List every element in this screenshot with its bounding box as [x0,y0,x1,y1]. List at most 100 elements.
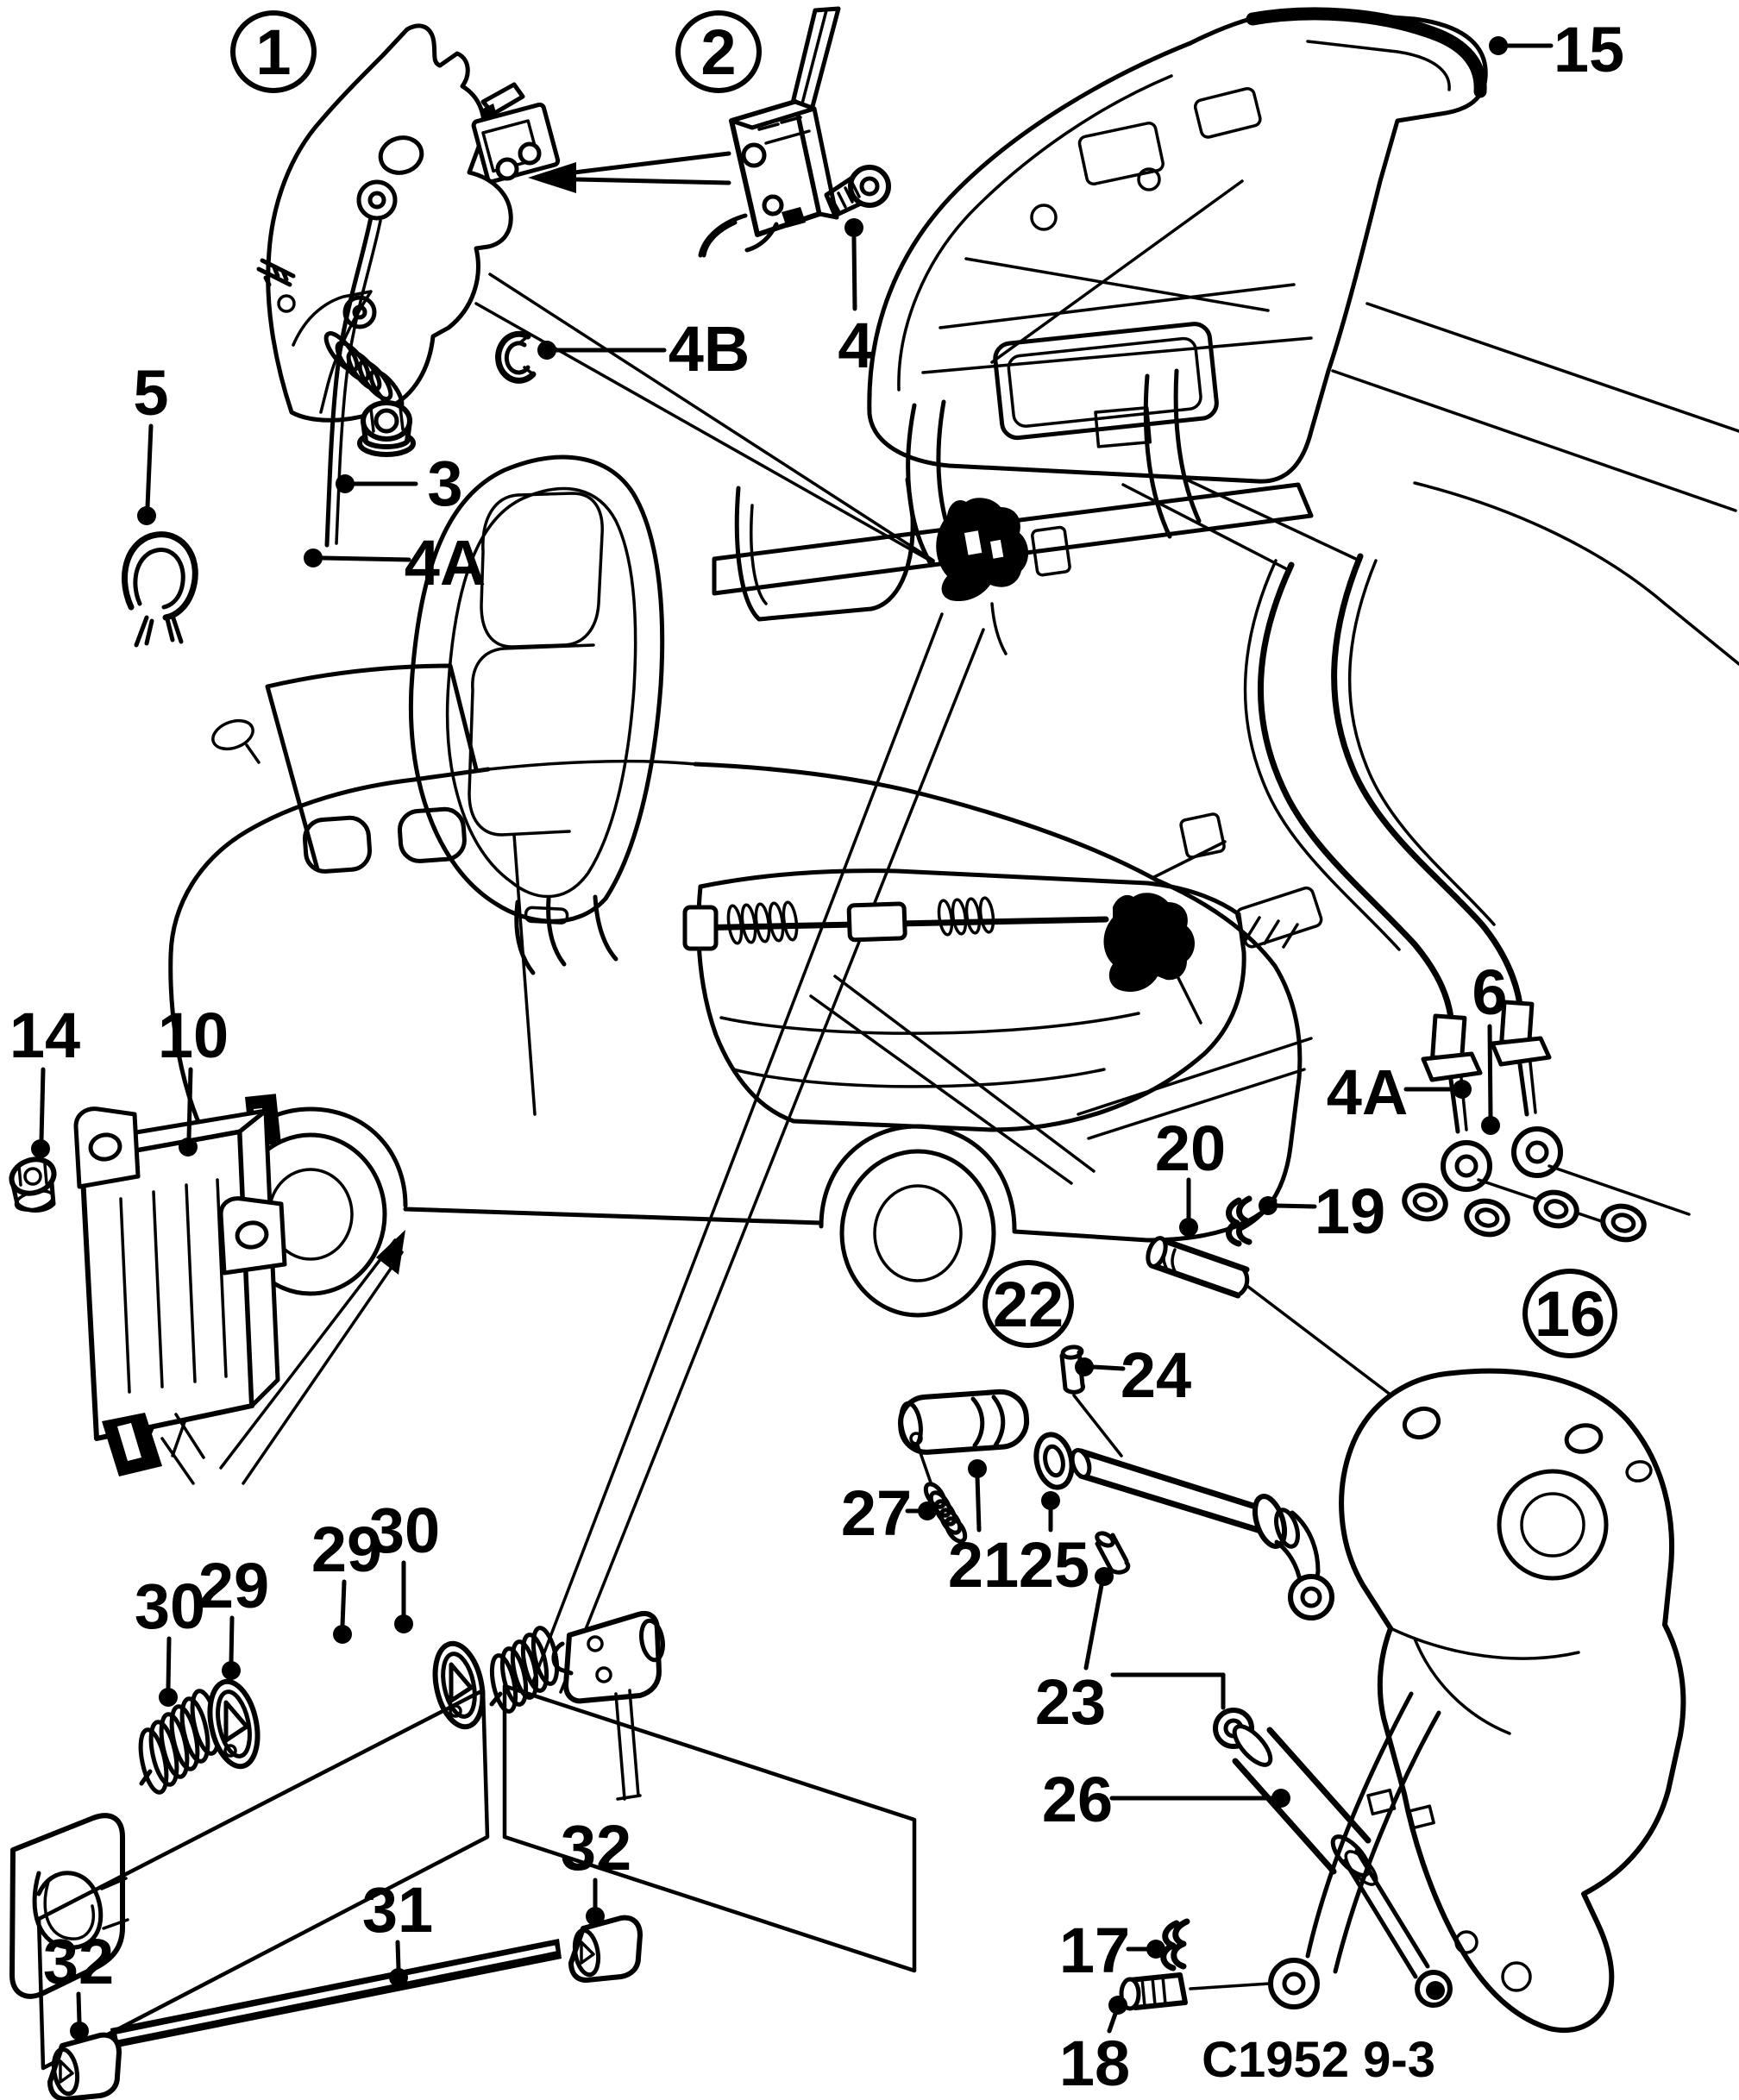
trunk-mechanism [682,893,1202,1025]
lid-seal-strip [1246,7,1487,98]
figure-code: C1952 9-3 [1202,2032,1435,2088]
callout-24: 24 [1075,1339,1191,1411]
leader-line-24 [1090,1364,1126,1371]
callout-1: 1 [230,10,317,93]
leader-line-10 [186,1067,193,1141]
part-number-21: 21 [948,1529,1019,1601]
leader-dot-29-mid [333,1625,352,1644]
leader-dot-26 [1271,1789,1290,1808]
leader-dot-31 [389,1968,408,1987]
spring-30-mid [489,1626,560,1714]
leader-dot-30-left [159,1688,178,1707]
part-number-14: 14 [9,1000,80,1071]
nut-3 [357,400,416,457]
leader-dot-27 [918,1501,937,1520]
part-number-4A-left: 4A [405,527,487,599]
clip-4b [495,330,537,384]
leader-dot-4A-left [304,549,323,567]
callout-29-left: 29 [198,1550,269,1680]
callout-14: 14 [9,1000,80,1158]
leader-line-32-left [76,1991,82,2025]
pin-23 [1095,1531,1131,1575]
nut-14 [9,1157,57,1213]
hinge-shaft-group-22 [898,1195,1425,1620]
part-number-31: 31 [362,1874,433,1946]
cable-4a-left [324,215,382,548]
callout-circle-22 [983,1260,1074,1348]
leader-line-30-left [166,1636,172,1691]
leader-line-18 [1107,2011,1118,2034]
leader-dot-17 [1146,1940,1165,1959]
switch-on-bracket [471,82,561,184]
leader-dot-4 [844,218,863,237]
callout-circle-1 [230,10,317,93]
leader-dot-3 [336,474,355,493]
lock-unit-assembly-1 [256,23,561,548]
striker-mid [551,1611,665,1801]
part-number-24: 24 [1121,1339,1191,1411]
leader-dot-23 [1095,1567,1114,1586]
part-number-29-mid: 29 [311,1514,382,1585]
part-number-20: 20 [1155,1113,1226,1184]
bolt-on-bracket [256,258,296,287]
leader-dot-32-right [586,1907,605,1926]
leader-dot-10 [179,1138,198,1157]
leader-line-19 [1274,1203,1317,1209]
part-number-17: 17 [1059,1915,1130,1986]
part-number-4: 4 [838,310,873,381]
hinge-bracket-16 [1268,1368,1686,2034]
callout-32-right: 32 [561,1812,631,1926]
callout-4B: 4B [537,313,750,385]
part-number-4A-right: 4A [1327,1056,1409,1128]
part-number-16: 16 [1535,1278,1605,1350]
bushing-29-mid [432,1640,486,1730]
callout-19: 19 [1259,1175,1385,1247]
part-number-32-right: 32 [561,1812,631,1884]
callout-15: 15 [1489,14,1624,85]
leader-line-23 [1083,1583,1104,1671]
callout-4A-right: 4A [1327,1056,1472,1128]
callout-23: 23 [1035,1567,1226,1738]
callout-17: 17 [1059,1915,1165,1986]
leader-line-31 [395,1940,401,1971]
clip-19 [1226,1195,1252,1247]
part-number-2: 2 [700,16,736,88]
leader-line-29-mid [340,1579,347,1628]
callout-32-left: 32 [43,1926,114,2040]
part-number-26: 26 [1042,1764,1113,1835]
part-number-29-left: 29 [198,1550,269,1621]
grommets-6 [1402,1182,1647,1243]
car-overview [168,454,1323,1318]
shelf-latch [936,498,1029,602]
part-number-27: 27 [841,1477,912,1549]
leader-dot-4B [537,341,556,360]
part-number-4B: 4B [669,313,750,385]
leader-dot-30-mid [394,1614,413,1633]
callout-21: 21 [948,1459,1019,1601]
u-joint-21 [898,1389,1030,1487]
callout-22: 22 [983,1260,1074,1348]
washer-25 [1033,1432,1075,1490]
leader-dot-20 [1179,1218,1198,1237]
cap-32-left [47,2032,122,2100]
leader-dot-6 [1481,1116,1500,1135]
leader-dot-32-left [70,2022,89,2040]
leader-line-14 [39,1067,46,1143]
gas-strut-26 [1213,1708,1453,2008]
leader-line-21 [975,1474,982,1533]
screw-4 [824,165,891,218]
callout-2: 2 [675,10,762,93]
callout-6: 6 [1472,956,1508,1135]
leader-dot-4A-right [1453,1080,1472,1099]
callout-27: 27 [841,1477,937,1549]
trunk-lid-15 [867,7,1739,666]
leader-dot-25 [1041,1491,1060,1510]
operating-shaft [1070,1448,1334,1620]
callout-29-mid: 29 [311,1514,382,1644]
leader-dot-5 [137,506,156,525]
part-number-1: 1 [255,16,291,88]
callout-31: 31 [362,1874,433,1987]
callout-3: 3 [336,448,463,519]
